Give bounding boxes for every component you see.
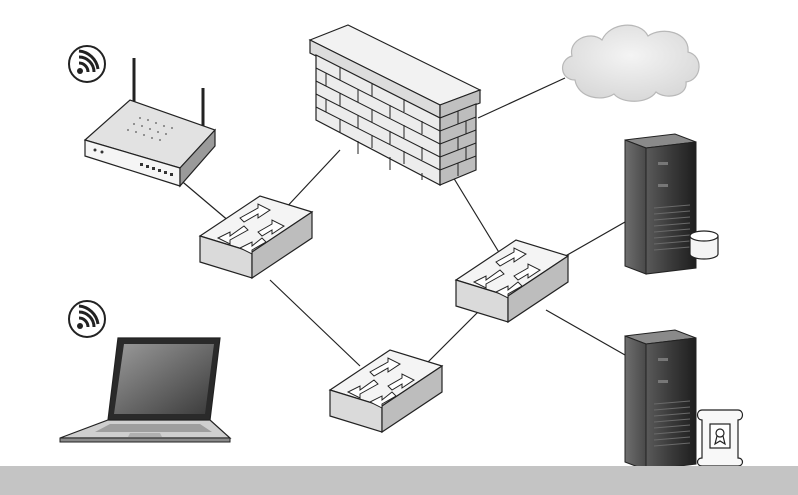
link-switch-left-switch-bottom xyxy=(270,280,360,366)
switch-left xyxy=(200,196,312,278)
link-switch-right-cert-server xyxy=(546,310,625,355)
certificate-server xyxy=(625,330,696,470)
link-switch-bottom-switch-right xyxy=(420,310,480,370)
link-firewall-switch-right xyxy=(450,172,500,254)
link-router-switch-left xyxy=(178,178,230,222)
internet-cloud xyxy=(563,25,700,101)
link-firewall-cloud xyxy=(478,78,565,118)
wireless-signal-icon xyxy=(69,301,105,337)
database-server xyxy=(625,134,696,274)
certificate-icon xyxy=(698,410,743,466)
firewall xyxy=(310,25,480,185)
link-switch-right-db-server xyxy=(562,222,625,258)
link-switch-left-firewall xyxy=(282,150,340,212)
database-icon xyxy=(690,231,718,259)
wireless-router xyxy=(85,58,215,186)
wireless-signal-icon xyxy=(69,46,105,82)
switch-right xyxy=(456,240,568,322)
switch-bottom xyxy=(330,350,442,432)
laptop xyxy=(60,338,230,442)
bottom-bar xyxy=(0,466,798,495)
